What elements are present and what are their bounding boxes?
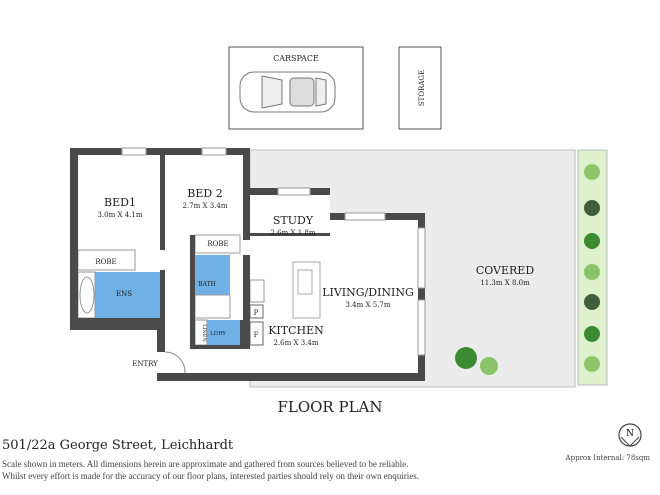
approx-area: Approx Internal: 78sqm [565, 454, 650, 462]
svg-text:N: N [626, 429, 634, 439]
address: 501/22a George Street, Leichhardt [2, 438, 234, 453]
bed1-dim: 3.0m X 4.1m [98, 211, 143, 219]
plant-icons [455, 164, 600, 375]
living-label: LIVING/DINING [322, 286, 414, 299]
ensuite [95, 272, 160, 318]
disclaimer-line-1: Scale shown in meters. All dimensions he… [2, 459, 409, 469]
living-dim: 3.4m X 5.7m [346, 301, 391, 309]
car-icon [239, 71, 336, 113]
pantry-label: P [254, 309, 259, 317]
linen-label: LINEN [201, 324, 207, 342]
robe1-label: ROBE [95, 258, 116, 266]
robe2-label: ROBE [207, 240, 228, 248]
bed2-label: BED 2 [187, 187, 222, 200]
page-title: FLOOR PLAN [277, 398, 383, 416]
storage-label: STORAGE [418, 70, 426, 106]
bathroom [195, 255, 230, 295]
ldry-label: LDRY [210, 331, 226, 337]
storage-area [398, 46, 442, 130]
bath-label: BATH [198, 281, 216, 288]
laundry [207, 320, 240, 345]
bed2-dim: 2.7m X 3.4m [183, 202, 228, 210]
entry-label: ENTRY [132, 360, 158, 368]
ens-label: ENS [116, 290, 132, 298]
study-dim: 2.6m X 1.8m [271, 229, 316, 237]
kitchen-label: KITCHEN [268, 324, 324, 337]
disclaimer-line-2: Whilst every effort is made for the accu… [2, 471, 419, 481]
carspace-label: CARSPACE [273, 54, 319, 63]
entry-door [164, 351, 186, 374]
covered-label: COVERED [476, 264, 535, 277]
covered-dim: 11.3m X 8.0m [480, 279, 530, 287]
walls [70, 148, 425, 381]
windows [121, 147, 426, 356]
fridge-label: F [254, 331, 259, 339]
study-label: STUDY [273, 214, 314, 227]
bed1-label: BED1 [104, 196, 136, 209]
kitchen-dim: 2.6m X 3.4m [274, 339, 319, 347]
compass-icon: N [618, 423, 642, 447]
